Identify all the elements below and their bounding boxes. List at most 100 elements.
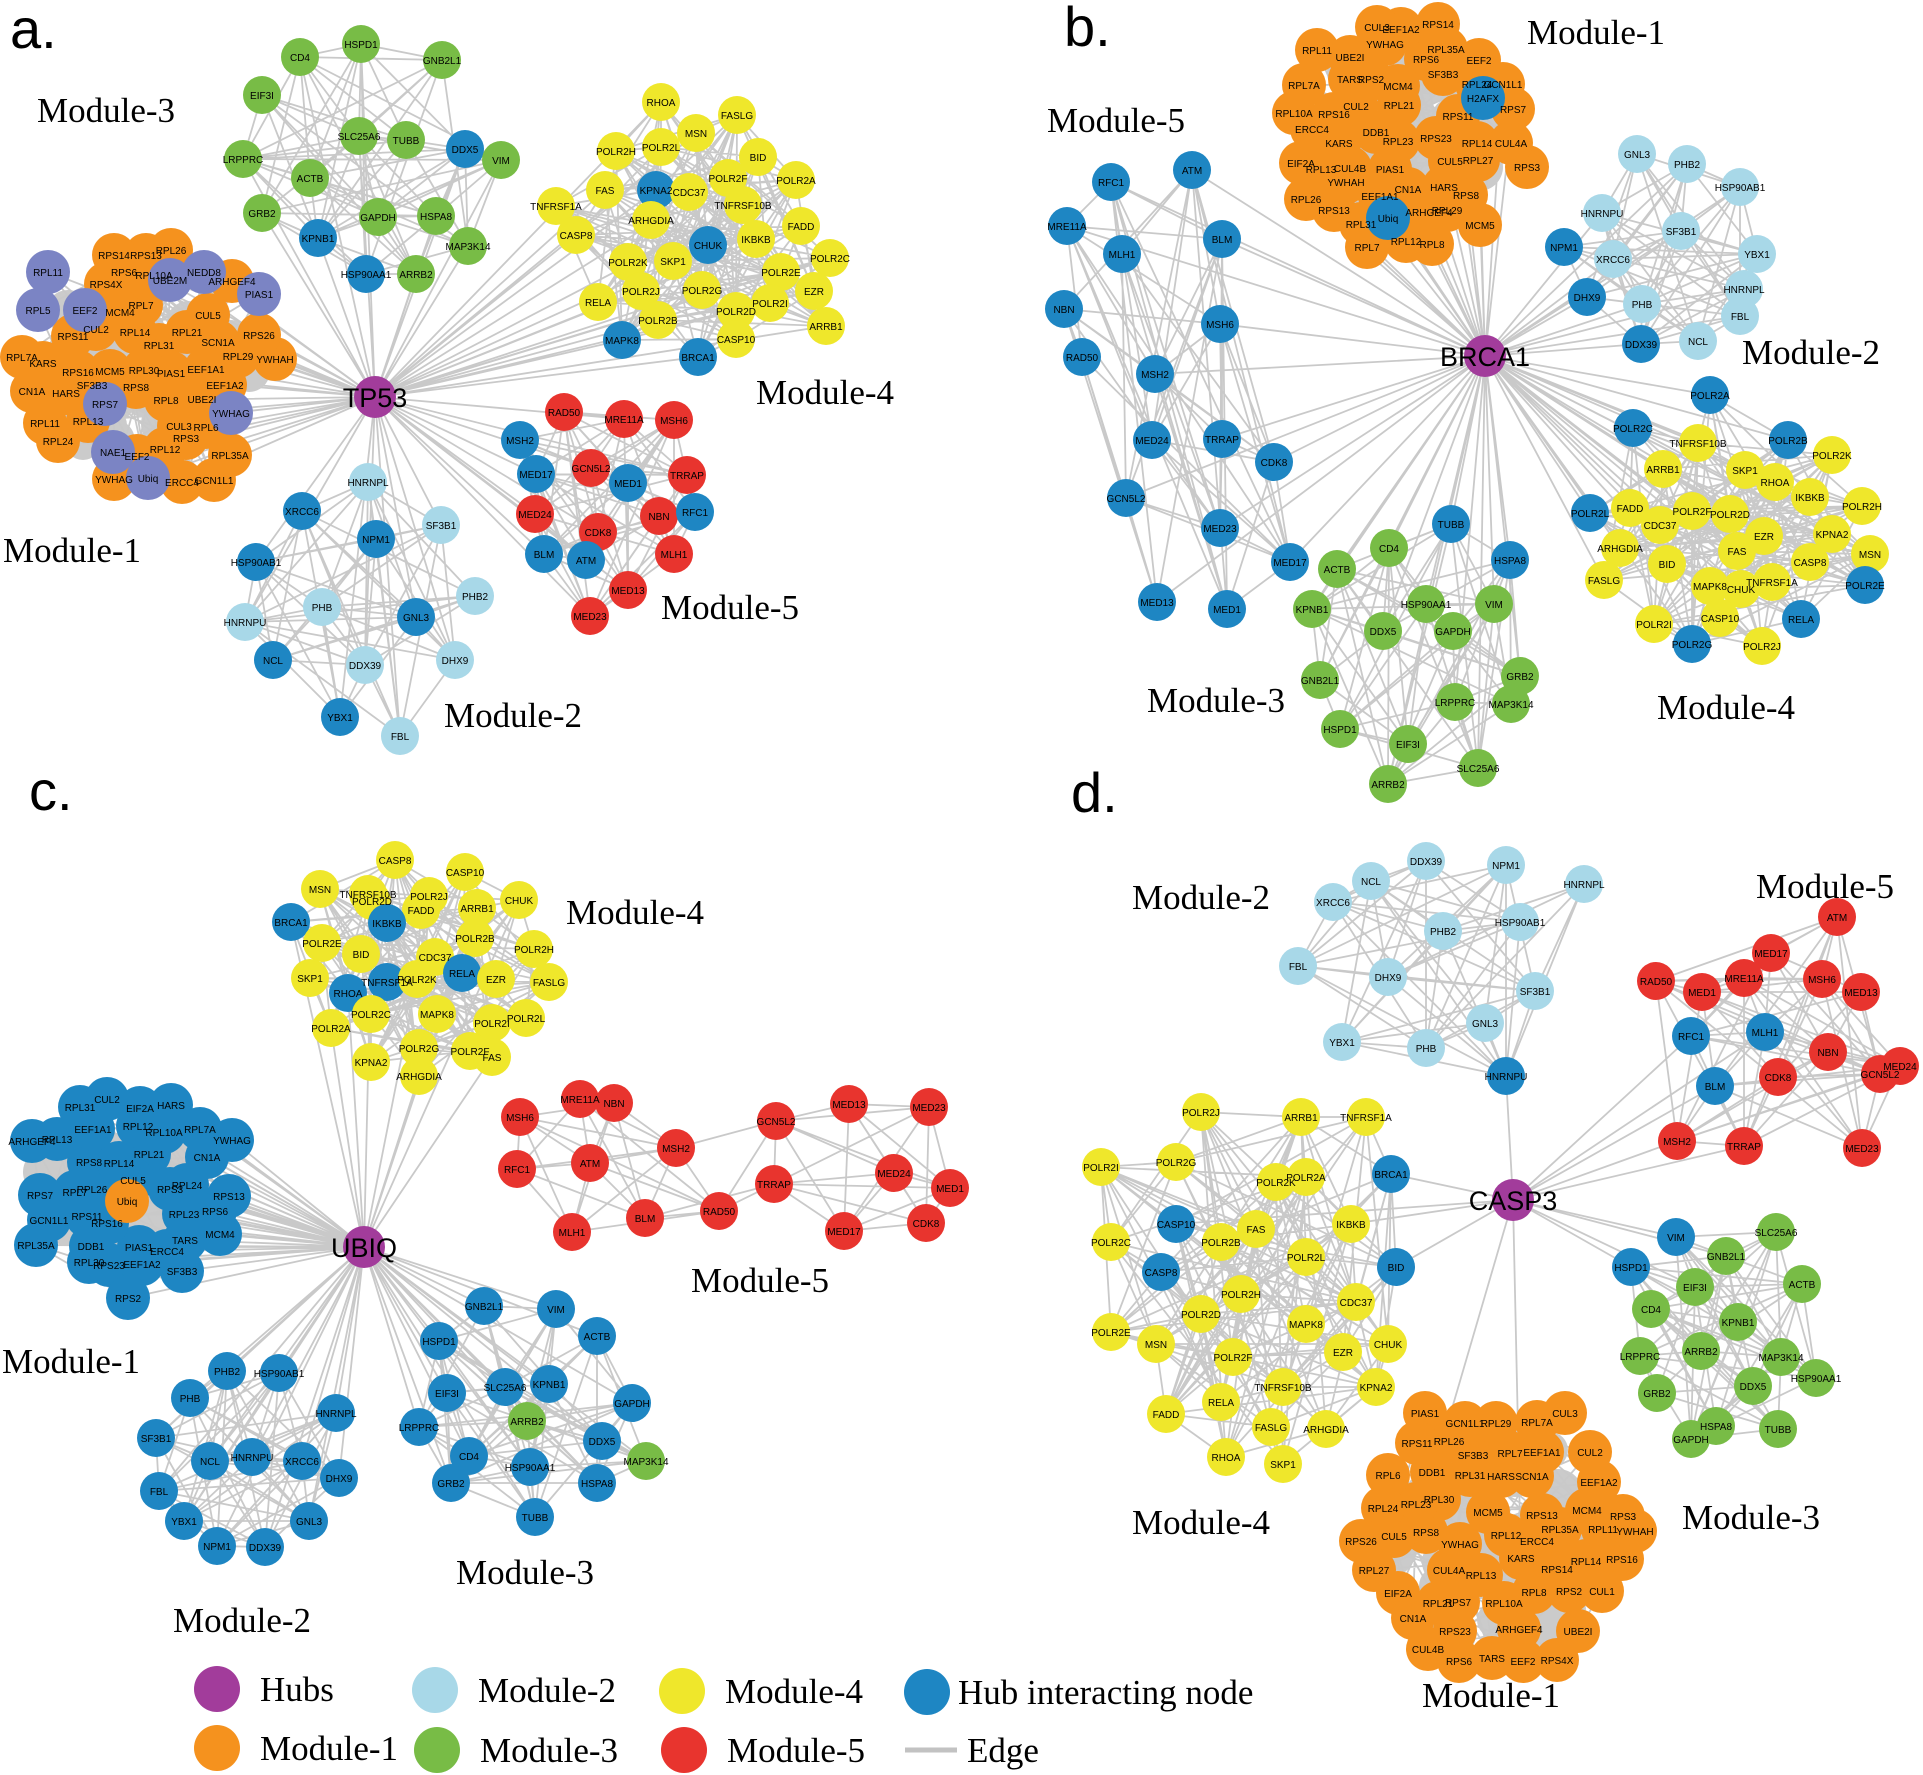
svg-text:POLR2G: POLR2G — [1156, 1158, 1197, 1169]
svg-text:PIAS1: PIAS1 — [157, 369, 186, 380]
svg-text:DHX9: DHX9 — [1574, 293, 1601, 304]
svg-text:GCN5L2: GCN5L2 — [757, 1117, 796, 1128]
svg-text:SKP1: SKP1 — [660, 257, 686, 268]
svg-text:TRRAP: TRRAP — [670, 471, 704, 482]
svg-text:RPL10A: RPL10A — [135, 271, 173, 282]
svg-text:MCM5: MCM5 — [95, 367, 125, 378]
svg-text:MSN: MSN — [1859, 550, 1881, 561]
svg-text:DDB1: DDB1 — [1419, 1468, 1446, 1479]
svg-text:NBN: NBN — [603, 1099, 624, 1110]
svg-text:DDB1: DDB1 — [1363, 128, 1390, 139]
svg-text:MSH6: MSH6 — [660, 416, 688, 427]
svg-text:Module-2: Module-2 — [1742, 333, 1880, 372]
svg-text:EIF3I: EIF3I — [1396, 740, 1420, 751]
svg-text:RPS13: RPS13 — [1526, 1511, 1558, 1522]
svg-text:RAD50: RAD50 — [548, 408, 581, 419]
svg-text:Module-2: Module-2 — [444, 696, 582, 735]
svg-text:ARHGDIA: ARHGDIA — [1303, 1425, 1349, 1436]
svg-text:RPL31: RPL31 — [1455, 1471, 1486, 1482]
svg-text:NAE1: NAE1 — [100, 448, 127, 459]
svg-text:SLC25A6: SLC25A6 — [484, 1383, 527, 1394]
svg-text:CN1A: CN1A — [1400, 1614, 1427, 1625]
svg-text:Module-5: Module-5 — [661, 588, 799, 627]
svg-text:RPS16: RPS16 — [62, 368, 94, 379]
svg-text:d.: d. — [1071, 761, 1118, 824]
svg-text:RPS6: RPS6 — [202, 1207, 229, 1218]
svg-text:TP53: TP53 — [343, 383, 408, 413]
svg-text:POLR2C: POLR2C — [351, 1010, 391, 1021]
svg-text:CHUK: CHUK — [694, 241, 723, 252]
svg-text:Hubs: Hubs — [260, 1670, 334, 1709]
svg-text:RPL7: RPL7 — [128, 301, 153, 312]
svg-text:RPS23: RPS23 — [93, 1261, 125, 1272]
svg-text:RPS14: RPS14 — [98, 251, 130, 262]
svg-text:HSP90AA1: HSP90AA1 — [1401, 600, 1452, 611]
svg-text:HARS: HARS — [1487, 1472, 1515, 1483]
svg-text:RPS2: RPS2 — [1556, 1587, 1583, 1598]
svg-text:RPL13: RPL13 — [73, 417, 104, 428]
svg-text:CUL4B: CUL4B — [1334, 164, 1367, 175]
svg-text:HSP90AA1: HSP90AA1 — [1791, 1374, 1842, 1385]
svg-text:CDK8: CDK8 — [1261, 458, 1288, 469]
svg-text:SLC25A6: SLC25A6 — [338, 132, 381, 143]
svg-text:ACTB: ACTB — [1324, 565, 1351, 576]
svg-text:CDC37: CDC37 — [419, 953, 452, 964]
svg-text:RPS8: RPS8 — [123, 383, 150, 394]
svg-text:RPL26: RPL26 — [77, 1185, 108, 1196]
svg-text:NCL: NCL — [1688, 337, 1708, 348]
svg-text:SF3B1: SF3B1 — [426, 521, 457, 532]
svg-text:CN1A: CN1A — [1395, 185, 1422, 196]
svg-text:POLR2B: POLR2B — [1201, 1238, 1241, 1249]
svg-text:ARRB2: ARRB2 — [399, 270, 433, 281]
svg-text:CD4: CD4 — [290, 53, 310, 64]
svg-text:SF3B1: SF3B1 — [1666, 227, 1697, 238]
svg-text:SF3B1: SF3B1 — [1520, 987, 1551, 998]
svg-text:MSN: MSN — [685, 129, 707, 140]
svg-text:RPL7: RPL7 — [62, 1188, 87, 1199]
svg-text:ATM: ATM — [1182, 166, 1202, 177]
svg-text:RPL5: RPL5 — [25, 306, 50, 317]
svg-text:BRCA1: BRCA1 — [274, 918, 308, 929]
svg-text:Module-2: Module-2 — [1132, 878, 1270, 917]
svg-text:CD4: CD4 — [1379, 544, 1399, 555]
svg-text:TNFRSF10B: TNFRSF10B — [714, 201, 772, 212]
svg-text:TNFRSF1A: TNFRSF1A — [361, 978, 413, 989]
svg-text:XRCC6: XRCC6 — [285, 507, 319, 518]
svg-text:YBX1: YBX1 — [327, 713, 353, 724]
svg-text:YWHAH: YWHAH — [256, 355, 293, 366]
svg-text:GAPDH: GAPDH — [614, 1399, 650, 1410]
svg-text:HSP90AB1: HSP90AB1 — [1495, 918, 1546, 929]
svg-text:FAS: FAS — [596, 186, 615, 197]
svg-text:RAD50: RAD50 — [1640, 977, 1673, 988]
svg-text:CN1A: CN1A — [194, 1153, 221, 1164]
svg-text:GRB2: GRB2 — [1643, 1389, 1671, 1400]
svg-text:NBN: NBN — [1053, 305, 1074, 316]
svg-text:TNFRSF1A: TNFRSF1A — [530, 202, 582, 213]
svg-text:ARRB2: ARRB2 — [1684, 1347, 1718, 1358]
svg-text:GNB2L1: GNB2L1 — [465, 1302, 504, 1313]
svg-text:MSH2: MSH2 — [1141, 370, 1169, 381]
svg-text:RPL29: RPL29 — [1432, 206, 1463, 217]
svg-text:VIM: VIM — [547, 1305, 565, 1316]
svg-text:CUL3: CUL3 — [166, 422, 192, 433]
svg-text:GNL3: GNL3 — [1472, 1019, 1499, 1030]
svg-text:Module-3: Module-3 — [456, 1553, 594, 1592]
svg-text:POLR2G: POLR2G — [1672, 640, 1713, 651]
svg-text:Module-1: Module-1 — [1527, 13, 1665, 52]
svg-text:Module-3: Module-3 — [1682, 1498, 1820, 1537]
svg-text:RPL24: RPL24 — [172, 1181, 203, 1192]
svg-text:MSN: MSN — [309, 885, 331, 896]
svg-text:FASLG: FASLG — [533, 978, 565, 989]
svg-text:CASP3: CASP3 — [1469, 1186, 1558, 1216]
svg-text:FBL: FBL — [1289, 962, 1308, 973]
svg-text:BID: BID — [353, 950, 370, 961]
svg-text:FAS: FAS — [1247, 1225, 1266, 1236]
svg-text:DDB1: DDB1 — [78, 1242, 105, 1253]
svg-text:MLH1: MLH1 — [1109, 250, 1136, 261]
svg-text:ARHGEF4: ARHGEF4 — [1405, 208, 1453, 219]
svg-text:YWHAG: YWHAG — [212, 409, 250, 420]
svg-text:ERCC4: ERCC4 — [1295, 125, 1329, 136]
svg-text:MED1: MED1 — [1213, 605, 1241, 616]
svg-text:RPL29: RPL29 — [223, 352, 254, 363]
svg-text:RPL27: RPL27 — [1359, 1566, 1390, 1577]
